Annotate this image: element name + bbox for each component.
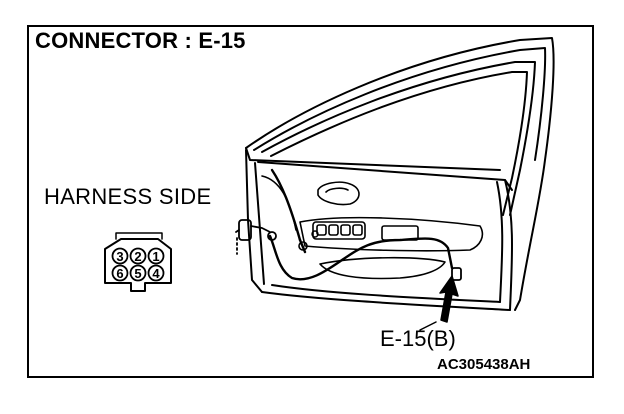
pin-label: 2 xyxy=(134,249,141,264)
pin-label: 4 xyxy=(152,266,160,281)
callout-leader xyxy=(419,321,437,331)
pin-label: 3 xyxy=(116,249,123,264)
connector-callout-label: E-15(B) xyxy=(380,326,456,351)
figure-code: AC305438AH xyxy=(437,356,531,373)
wiring-harness xyxy=(268,168,454,281)
pin-label: 1 xyxy=(152,249,159,264)
door-trim xyxy=(261,175,484,280)
e15-connector xyxy=(439,267,462,323)
front-connector xyxy=(235,219,277,255)
arrow-icon xyxy=(439,275,459,323)
connector-symbol: 3 2 1 6 5 4 xyxy=(104,232,172,292)
connector-pin xyxy=(129,264,147,282)
connector-pin xyxy=(129,247,147,265)
page-title: CONNECTOR : E-15 xyxy=(35,28,246,53)
connector-pin xyxy=(111,247,129,265)
pin-label: 6 xyxy=(116,266,123,281)
connector-pin xyxy=(147,247,165,265)
harness-side-label: HARNESS SIDE xyxy=(44,184,212,209)
pin-label: 5 xyxy=(134,266,141,281)
connector-pin xyxy=(147,264,165,282)
connector-pin xyxy=(111,264,129,282)
door-outline xyxy=(245,37,555,311)
